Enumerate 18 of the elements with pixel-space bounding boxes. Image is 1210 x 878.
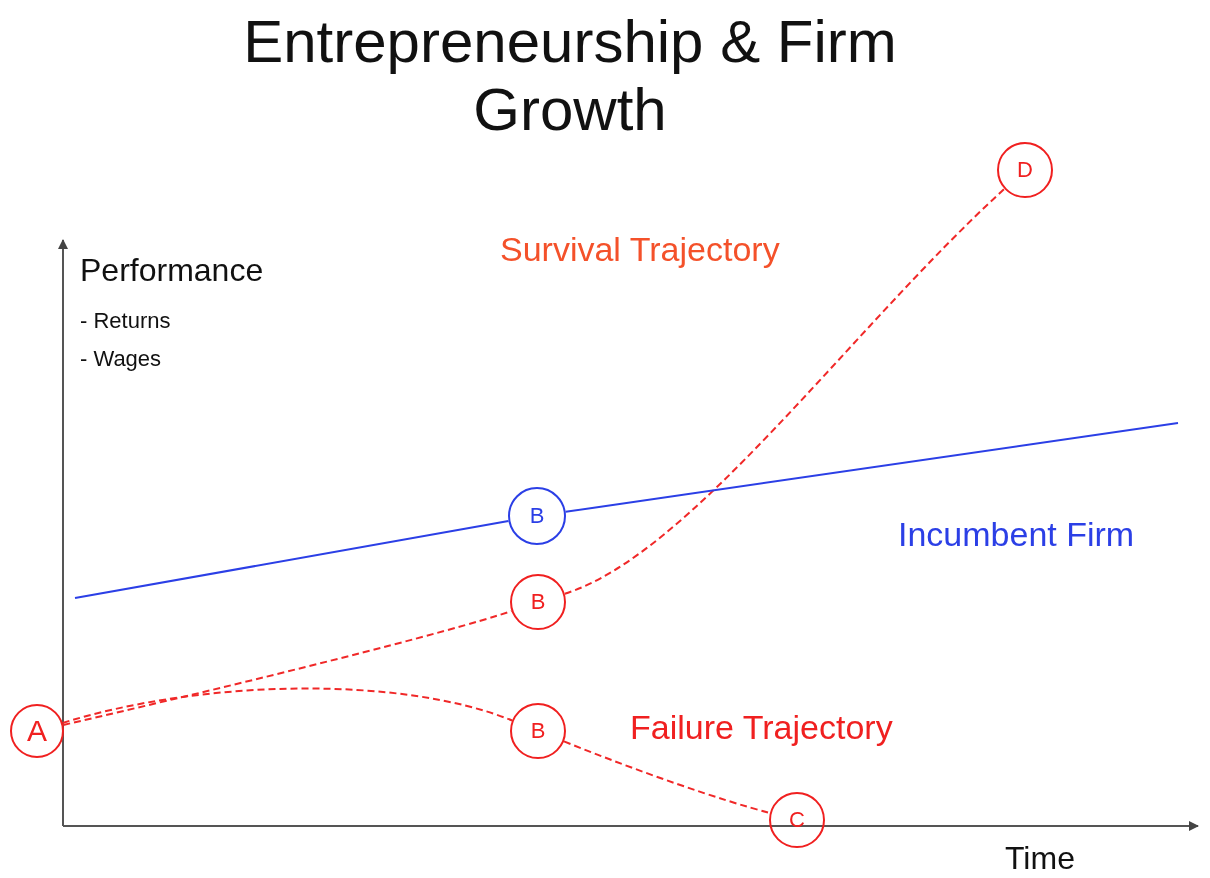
title: Entrepreneurship & Firm Growth [242, 8, 898, 144]
axis-label: Performance [80, 252, 264, 289]
axis-label: Time [1005, 840, 1075, 877]
curve-label: Failure Trajectory [630, 708, 893, 747]
point-circle: B [510, 703, 566, 759]
trend-line [564, 422, 1179, 513]
point-circle: B [508, 487, 566, 545]
dashed-curve [563, 187, 1006, 595]
dashed-curve [563, 740, 771, 814]
axis-note: - Returns [80, 308, 171, 334]
dashed-curve [61, 687, 514, 724]
trend-line [74, 520, 510, 599]
point-circle: B [510, 574, 566, 630]
point-circle: A [10, 704, 64, 758]
curve-label: Incumbent Firm [898, 515, 1135, 554]
curve-label: Survival Trajectory [500, 230, 780, 269]
point-circle: D [997, 142, 1053, 198]
axis-note: - Wages [80, 346, 162, 372]
